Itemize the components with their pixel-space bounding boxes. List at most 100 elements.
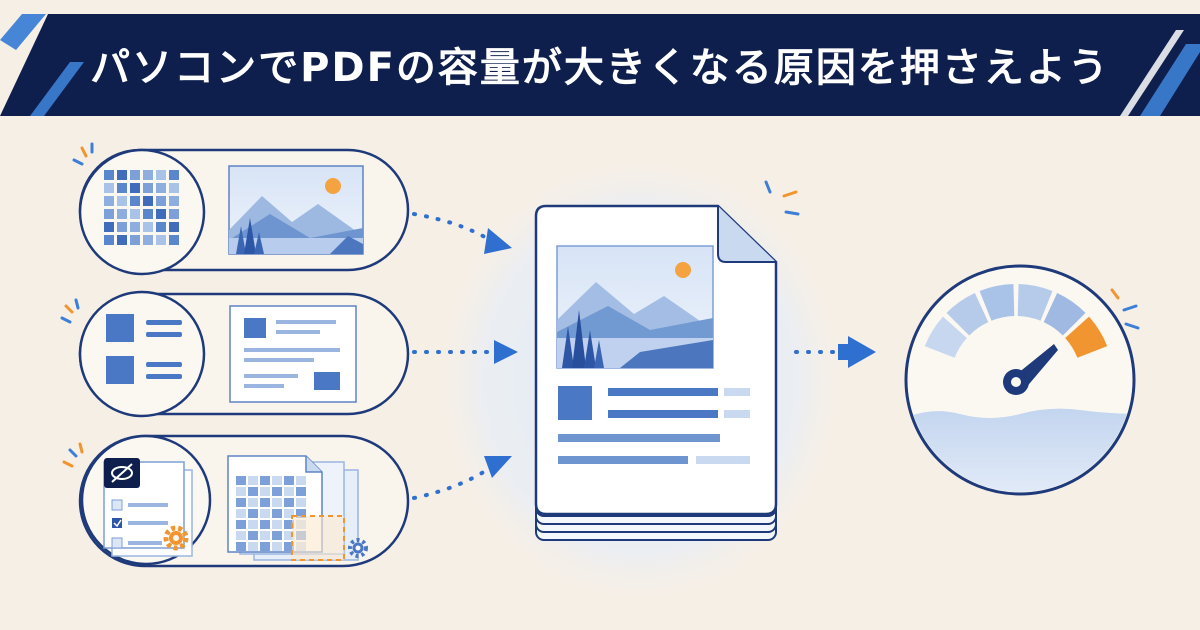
checker-cell [296,487,306,496]
stacked-pdf-document [534,204,778,541]
checker-cell [284,509,294,518]
checker-cell [236,531,246,540]
checker-cell [248,531,258,540]
gauge-segment [1017,284,1053,321]
landscape-image-icon [228,165,364,255]
arrow-head-3 [484,456,512,478]
pixel-cell [130,196,140,206]
arrow-head-4 [848,336,876,368]
text-blocks-icon [106,314,182,384]
size-gauge [904,264,1136,496]
pixel-cell [117,235,127,245]
orange-gear-icon [163,525,189,551]
checker-cell [236,542,246,551]
gauge-segment [1065,316,1108,358]
checker-cell [284,542,294,551]
pixel-cell [143,222,153,232]
pixel-cell [130,170,140,180]
pixel-cell [143,196,153,206]
checker-cell [260,520,270,529]
checker-cell [296,476,306,485]
blue-gear-icon [348,538,368,558]
pixel-cell [143,209,153,219]
cause-layout-row [78,290,410,418]
checker-cell [284,476,294,485]
pixel-cell [156,196,166,206]
checker-cell [284,487,294,496]
pixel-cell [156,183,166,193]
checker-cell [236,520,246,529]
pixel-cell [104,235,114,245]
pixel-cell [169,196,179,206]
checker-cell [248,487,258,496]
arrow-head-1 [484,228,512,254]
pixel-cell [156,170,166,180]
pixel-cell [130,235,140,245]
checker-cell [236,498,246,507]
checker-cell [248,498,258,507]
arrow-head-2 [494,340,518,364]
sparkle-marks [60,142,94,468]
checker-cell [272,498,282,507]
page-layout-icon [229,305,357,403]
pixel-cell [169,222,179,232]
checker-cell [236,487,246,496]
checker-cell [272,531,282,540]
checker-cell [260,487,270,496]
cause-hidden-data-row [78,434,410,568]
checker-cell [284,531,294,540]
pixel-cell [169,209,179,219]
checker-cell [260,542,270,551]
checker-cell [248,509,258,518]
gauge-segment [979,284,1015,321]
pixel-cell [130,209,140,219]
pixel-cell [169,235,179,245]
gauge-sparkle [1110,288,1140,330]
pixel-cell [117,222,127,232]
pixel-cell [104,209,114,219]
pixel-cell [169,183,179,193]
checker-cell [272,520,282,529]
cause-images-row [78,148,410,276]
checker-cell [236,509,246,518]
doc-sparkle [764,180,800,216]
pixel-cell [156,222,166,232]
checker-cell [260,476,270,485]
pixel-cell [156,235,166,245]
checker-cell [296,509,306,518]
pixel-cell [104,196,114,206]
gauge-segments [924,284,1108,358]
pixel-cell [143,235,153,245]
pixel-cell [117,209,127,219]
gauge-segment [924,316,967,358]
pixel-cell [117,170,127,180]
checker-cell [296,498,306,507]
checker-cell [248,542,258,551]
title-banner [0,14,1200,116]
gauge-segment [946,293,989,336]
pixel-cell [156,209,166,219]
pixel-cell [104,183,114,193]
checker-cell [260,498,270,507]
form-checklist-icon [103,458,193,557]
pixel-cell [104,222,114,232]
pixel-grid-icon [104,170,179,245]
pixel-cell [117,183,127,193]
checker-cell [272,542,282,551]
checker-cell [272,476,282,485]
pixel-cell [104,170,114,180]
layered-file-icon [227,455,359,561]
checker-cell [272,487,282,496]
pixel-cell [169,170,179,180]
checker-cell [284,520,294,529]
checker-cell [260,509,270,518]
pixel-cell [143,170,153,180]
checker-cell [260,531,270,540]
gauge-segment [1043,293,1086,336]
pixel-cell [130,183,140,193]
checker-cell [284,498,294,507]
pixel-cell [130,222,140,232]
checker-cell [248,476,258,485]
